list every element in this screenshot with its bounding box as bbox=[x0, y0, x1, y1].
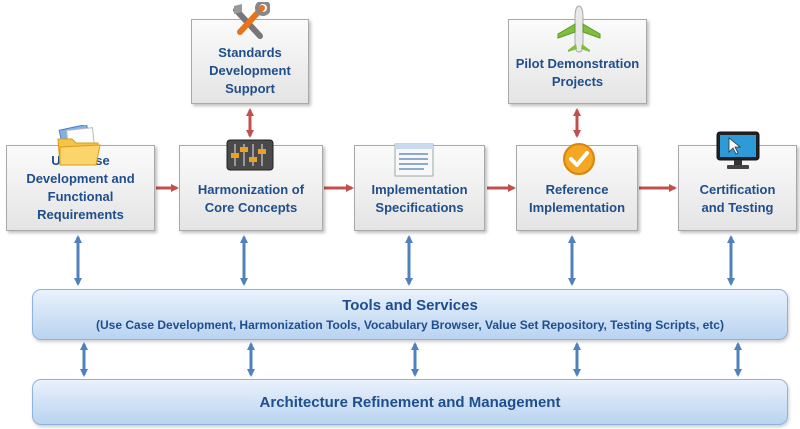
folder-icon bbox=[57, 125, 101, 166]
checkmark-icon bbox=[563, 143, 595, 175]
tools-icon bbox=[233, 2, 270, 39]
certification-testing-label: Certification and Testing bbox=[699, 182, 776, 215]
support-arrows bbox=[246, 108, 581, 138]
tools-and-services-title: Tools and Services bbox=[342, 297, 478, 314]
harmonization-label: Harmonization of Core Concepts bbox=[197, 182, 305, 215]
architecture-refinement-bar: Architecture Refinement and Management bbox=[32, 379, 788, 425]
architecture-refinement-title: Architecture Refinement and Management bbox=[259, 393, 561, 411]
airplane-icon bbox=[557, 5, 601, 53]
standards-development-box: Standards Development Support bbox=[191, 19, 309, 104]
implementation-specifications-label: Implementation Specifications bbox=[371, 182, 468, 215]
architecture-arrows bbox=[80, 342, 742, 377]
sliders-icon bbox=[226, 139, 274, 171]
standards-development-label: Standards Development Support bbox=[209, 44, 291, 96]
tools-and-services-bar: Tools and Services (Use Case Development… bbox=[32, 289, 788, 340]
pilot-demonstration-label: Pilot Demonstration Projects bbox=[515, 55, 640, 89]
monitor-icon bbox=[716, 131, 760, 169]
tools-arrows bbox=[74, 235, 735, 286]
tools-and-services-subtitle: (Use Case Development, Harmonization Too… bbox=[96, 318, 724, 332]
document-icon bbox=[394, 143, 434, 177]
reference-implementation-label: Reference Implementation bbox=[528, 182, 626, 215]
